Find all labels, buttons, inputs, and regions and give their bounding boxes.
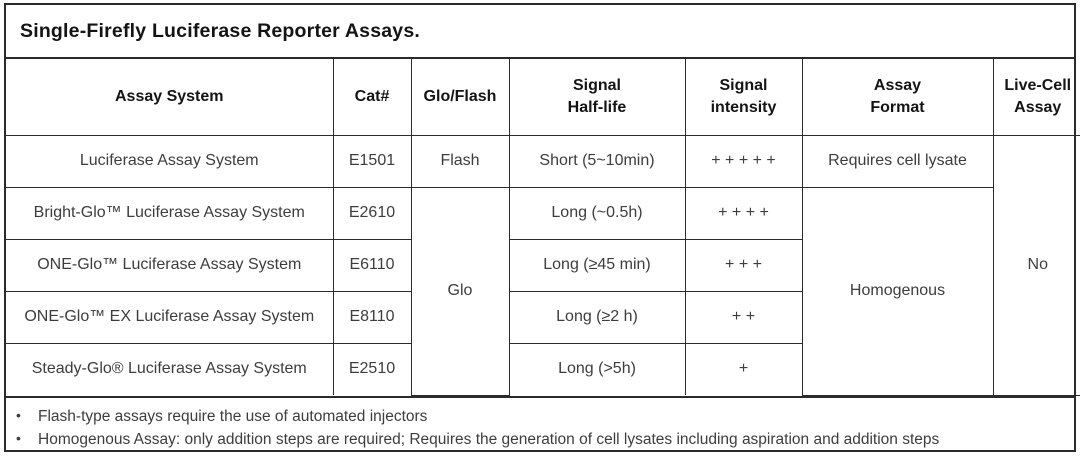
cell-cat: E6110 [332,238,412,292]
cell-half-life: Long (≥2 h) [508,290,686,344]
table-row: Luciferase Assay System E1501 Flash Shor… [6,134,1080,396]
column-header-signal-intensity-line1: Signal [719,77,768,95]
table-header-row: Assay System Cat# Glo/Flash Signal Half-… [6,59,1080,136]
cell-assay-system: Steady-Glo® Luciferase Assay System [6,342,334,395]
cell-cat: E2610 [332,186,412,240]
table-row: ONE-Glo™ EX Luciferase Assay System E811… [6,290,1080,344]
footnote-text: Homogenous Assay: only addition steps ar… [38,430,940,448]
bullet-icon: • [16,429,21,446]
page-title: Single-Firefly Luciferase Reporter Assay… [20,19,420,42]
column-header-assay-format-line2: Format [870,98,925,116]
footnote-item: • Homogenous Assay: only addition steps … [16,428,1068,451]
assay-comparison-table: Assay System Cat# Glo/Flash Signal Half-… [6,59,1080,396]
cell-signal-intensity: + + + + [684,186,803,240]
column-header-signal-intensity: Signal intensity [684,59,803,136]
column-header-signal-intensity-line2: intensity [710,98,777,116]
cell-signal-intensity: + [684,342,802,395]
cell-assay-format: Requires cell lysate [801,134,994,188]
cell-half-life: Long (≥45 min) [508,238,686,292]
column-header-signal-half-life-line1: Signal [572,77,621,95]
cell-glo-flash-merged: Glo [410,186,510,396]
table-frame: Single-Firefly Luciferase Reporter Assay… [4,3,1080,452]
column-header-assay-format-line1: Assay [873,77,922,95]
cell-signal-intensity: + + + + + [684,134,803,188]
cell-cat: E8110 [332,290,412,344]
cell-live-cell-assay-merged: No [992,134,1080,396]
column-header-assay-format: Assay Format [801,59,994,136]
footnote-item: • Flash-type assays require the use of a… [16,405,1068,428]
cell-half-life: Long (>5h) [508,342,686,395]
cell-cat: E2510 [332,342,412,395]
cell-glo-flash: Flash [410,134,510,188]
cell-cat: E1501 [332,134,412,188]
cell-assay-system: ONE-Glo™ Luciferase Assay System [6,238,334,292]
column-header-live-cell-assay-line2: Assay [1014,98,1062,116]
column-header-cat: Cat# [332,59,412,136]
cell-assay-system: Bright-Glo™ Luciferase Assay System [6,186,334,240]
column-header-assay-system: Assay System [6,59,334,136]
cell-assay-format-merged: Homogenous [801,186,993,396]
column-header-glo-flash: Glo/Flash [410,59,510,136]
figure-title-bar: Single-Firefly Luciferase Reporter Assay… [6,5,1074,59]
column-header-signal-half-life: Signal Half-life [508,59,686,136]
table-row: Steady-Glo® Luciferase Assay System E251… [6,342,1080,395]
column-header-live-cell-assay-line1: Live-Cell [1004,77,1072,95]
cell-half-life: Short (5~10min) [508,134,686,188]
bullet-icon: • [16,406,21,423]
footnote-text: Flash-type assays require the use of aut… [38,407,428,425]
column-header-live-cell-assay: Live-Cell Assay [992,59,1080,136]
cell-signal-intensity: + + + [684,238,802,292]
cell-signal-intensity: + + [684,290,802,344]
cell-half-life: Long (~0.5h) [508,186,686,240]
footnotes: • Flash-type assays require the use of a… [6,395,1074,456]
table-row: Bright-Glo™ Luciferase Assay System E261… [6,186,1080,396]
column-header-signal-half-life-line2: Half-life [567,98,627,116]
cell-assay-system: ONE-Glo™ EX Luciferase Assay System [6,290,334,344]
cell-assay-system: Luciferase Assay System [6,134,334,188]
